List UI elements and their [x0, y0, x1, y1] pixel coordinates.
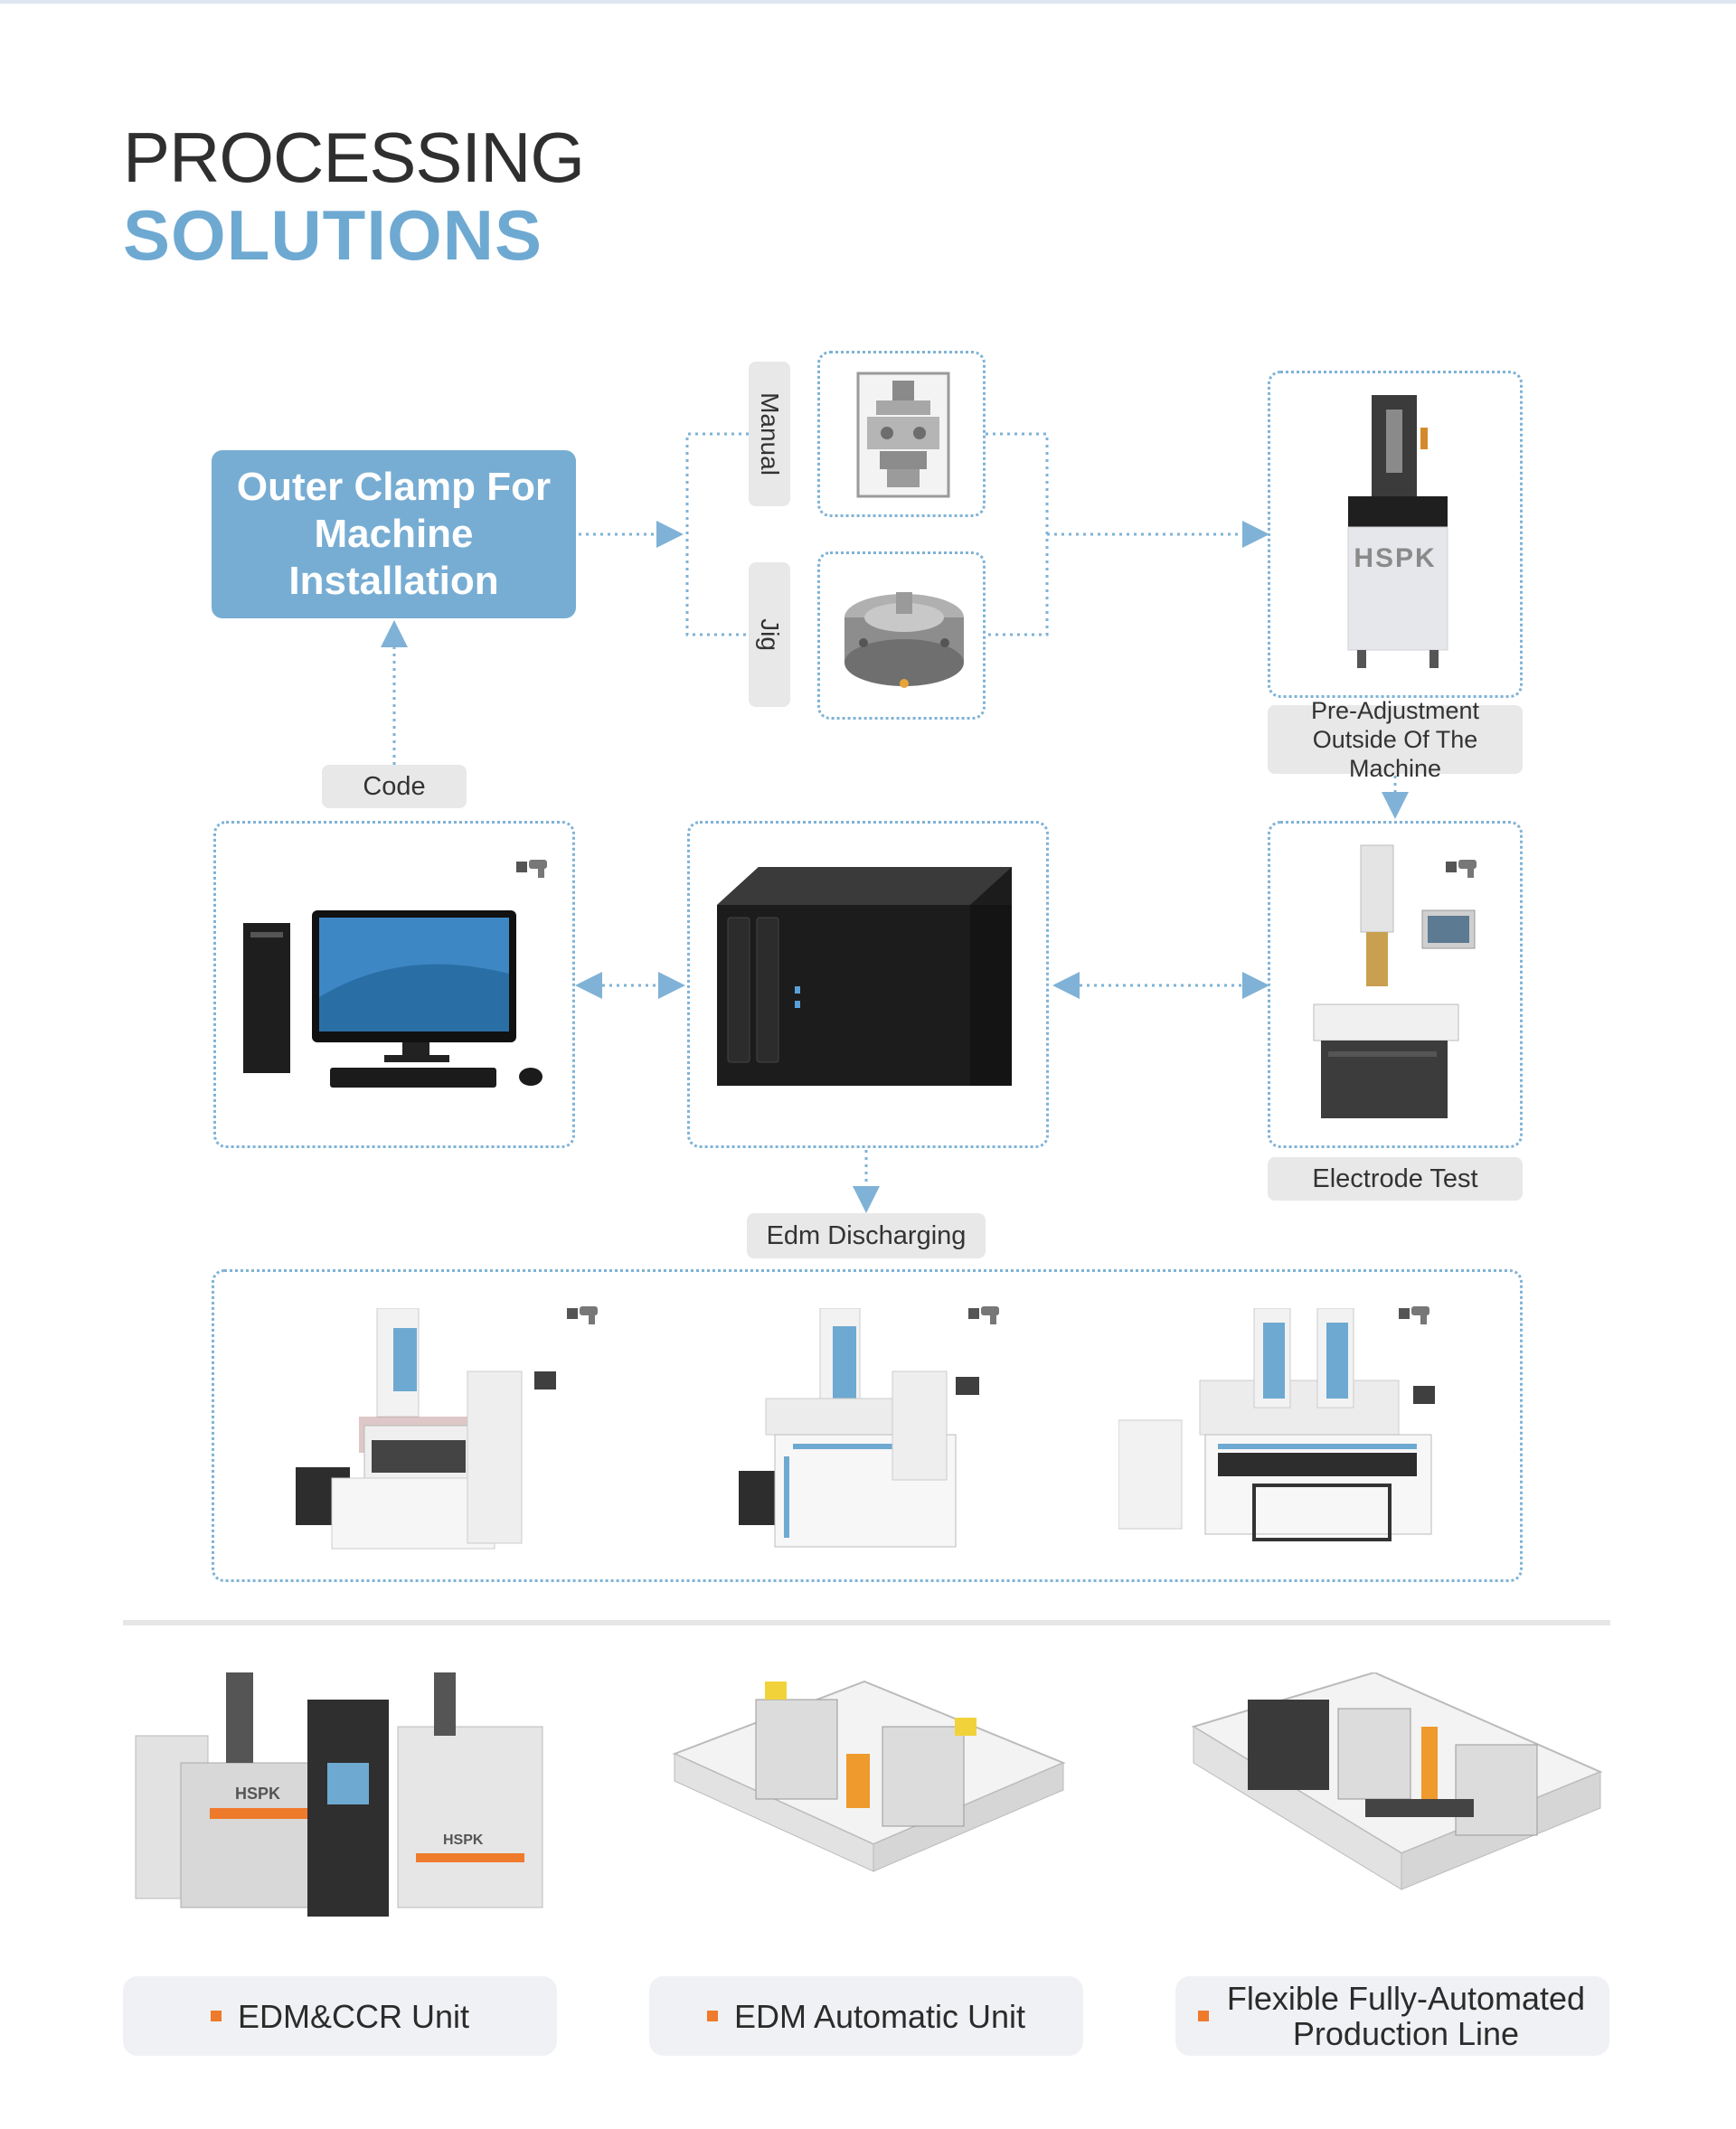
barcode-scanner-icon: [516, 860, 547, 878]
top-border: [0, 0, 1736, 4]
barcode-scanner-icon: [567, 1306, 598, 1324]
electrode-test-box: [1268, 821, 1523, 1148]
electrode-test-label: Electrode Test: [1268, 1157, 1523, 1201]
svg-text:HSPK: HSPK: [443, 1832, 484, 1848]
edm-machine-3-image: [1118, 1308, 1435, 1541]
page-title-line1: PROCESSING: [123, 118, 585, 197]
solution-card-edm-automatic[interactable]: EDM Automatic Unit: [649, 1976, 1083, 2056]
pre-adjust-box: HSPK: [1268, 371, 1523, 698]
barcode-scanner-icon: [1399, 1306, 1429, 1324]
edm-discharging-label: Edm Discharging: [747, 1213, 986, 1258]
section-divider: [123, 1620, 1610, 1625]
solution-label: EDM&CCR Unit: [237, 1997, 470, 2035]
edm-machines-box: [212, 1269, 1523, 1582]
edm-machine-1-image: [296, 1308, 556, 1550]
pre-adjust-machine-image: [1347, 395, 1448, 668]
hspk-brand-text: HSPK: [1354, 543, 1437, 573]
nas-server-image: [717, 867, 1012, 1086]
manual-label: Manual: [749, 362, 790, 506]
barcode-scanner-icon: [968, 1306, 999, 1324]
solution-card-flexible-line[interactable]: Flexible Fully-Automated Production Line: [1175, 1976, 1609, 2056]
edm-ccr-unit-image: HSPK HSPK: [135, 1672, 543, 1917]
outer-clamp-box: Outer Clamp For Machine Installation: [212, 450, 576, 618]
edm-automatic-unit-image: [672, 1680, 1066, 1872]
jig-chuck-image: [844, 592, 964, 688]
computer-box: [213, 821, 575, 1148]
solution-label: Flexible Fully-Automated Production Line: [1226, 1980, 1586, 2052]
bullet-icon: [706, 2011, 718, 2021]
nas-storage-box: [687, 821, 1049, 1148]
bullet-icon: [210, 2011, 222, 2021]
page-title-line2: SOLUTIONS: [123, 195, 543, 275]
pre-adjust-label: Pre-Adjustment Outside Of The Machine: [1268, 697, 1523, 782]
barcode-scanner-icon: [1446, 860, 1477, 878]
manual-clamp-box: [817, 351, 986, 517]
jig-label: Jig: [749, 562, 790, 707]
jig-clamp-box: [817, 551, 986, 720]
code-label: Code: [322, 765, 467, 808]
solution-card-edm-ccr[interactable]: EDM&CCR Unit: [123, 1976, 557, 2056]
solution-label: EDM Automatic Unit: [733, 1997, 1026, 2035]
bullet-icon: [1198, 2011, 1209, 2021]
flexible-production-line-image: [1191, 1672, 1603, 1890]
desktop-computer-image: [243, 910, 542, 1088]
electrode-test-machine-image: [1313, 844, 1476, 1118]
manual-clamp-image: [856, 372, 950, 498]
edm-machine-2-image: [739, 1308, 979, 1548]
svg-text:HSPK: HSPK: [235, 1785, 280, 1803]
